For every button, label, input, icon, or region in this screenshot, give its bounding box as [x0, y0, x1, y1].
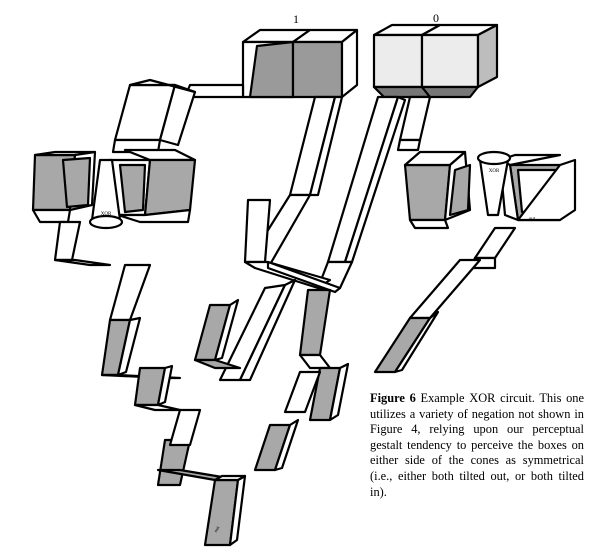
wire-left-output	[53, 220, 182, 380]
input-label-0: 0	[433, 11, 439, 25]
input-block-1	[241, 28, 359, 99]
input-block-0	[372, 23, 499, 99]
wire-right-output	[298, 226, 517, 374]
xor-gate-left	[31, 148, 197, 230]
wire-left-upper	[111, 78, 245, 154]
figure-caption-text: Example XOR circuit. This one utilizes a…	[370, 391, 584, 499]
figure-caption: Figure 6 Example XOR circuit. This one u…	[370, 391, 584, 500]
input-label-1: 1	[293, 12, 299, 26]
xor-gate-right	[403, 150, 577, 230]
wire-merge	[133, 298, 350, 487]
output-column	[203, 474, 247, 547]
xor-gate-right-label: XOR	[489, 169, 500, 174]
wire-crossing	[218, 260, 342, 382]
xor-gate-left-label: XOR	[101, 212, 112, 217]
figure-caption-label: Figure 6	[370, 391, 416, 405]
wire-middle-diagonals	[243, 95, 432, 290]
output-label-right-gate: out	[529, 217, 536, 222]
output-label-bottom: out	[214, 525, 222, 534]
